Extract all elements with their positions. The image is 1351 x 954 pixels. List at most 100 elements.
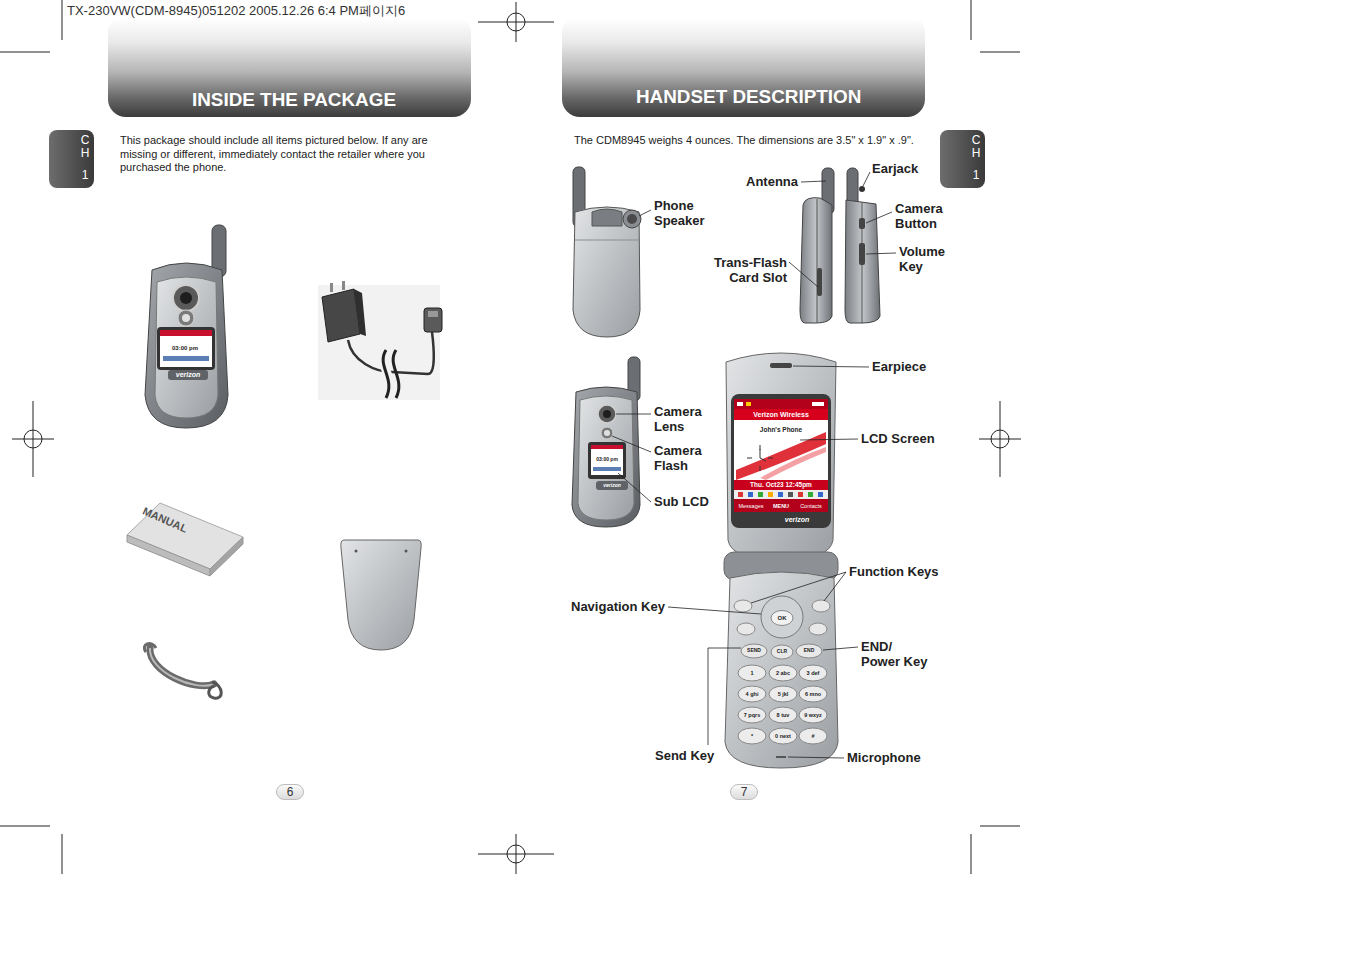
- charger-illustration: [383, 350, 389, 398]
- phone-closed-illustration: [145, 225, 228, 428]
- manual-illustration: [210, 537, 243, 576]
- phone-open-illustration: [769, 665, 797, 681]
- phone-front-closed-illustration: [596, 481, 628, 490]
- crop-marks: [0, 0, 1021, 874]
- leader-line: [788, 757, 844, 758]
- phone-open-illustration: [738, 665, 827, 744]
- part-label: Sub LCD: [654, 494, 709, 509]
- strap-illustration: [144, 644, 156, 652]
- phone-side-illustration: [859, 186, 865, 192]
- chapter-number: 1: [79, 169, 91, 182]
- crop-marks: [0, 826, 50, 827]
- header-text: INSIDE THE PACKAGE: [192, 89, 471, 111]
- phone-open-illustration: [724, 353, 838, 768]
- screen-text: John's Phone: [760, 426, 802, 433]
- phone-open-illustration: [734, 490, 828, 499]
- phone-open-illustration: [769, 707, 797, 723]
- chapter-label: CH: [79, 134, 91, 160]
- screen-text: Thu. Oct23 12:45pm: [750, 481, 812, 488]
- screen-text: 03:00 pm: [596, 457, 618, 463]
- part-label: Trans-Flash Card Slot: [703, 255, 787, 285]
- phone-open-illustration: [738, 665, 766, 681]
- phone-front-closed-illustration: [604, 430, 610, 436]
- phone-closed-illustration: [173, 285, 199, 311]
- print-slug: TX-230VW(CDM-8945)051202 2005.12.26 6:4 …: [67, 4, 405, 19]
- phone-back-illustration: [623, 210, 641, 228]
- phone-open-illustration: [738, 686, 766, 702]
- leader-line: [800, 439, 858, 440]
- part-label: END/ Power Key: [861, 639, 931, 669]
- leader-line: [708, 648, 741, 745]
- phone-open-illustration: [799, 686, 827, 702]
- phone-open-illustration: [760, 458, 766, 461]
- softkey-text: MENU: [773, 502, 789, 508]
- leader-line: [618, 473, 651, 502]
- part-label: Antenna: [746, 174, 798, 189]
- box-text: MANUAL: [141, 505, 190, 536]
- part-label: LCD Screen: [861, 431, 935, 446]
- phone-open-illustration: [738, 707, 766, 723]
- manual-illustration: [127, 535, 210, 576]
- charger-illustration: [424, 308, 442, 332]
- phone-open-illustration: [771, 645, 793, 659]
- phone-side-illustration: [845, 200, 880, 323]
- key-text: 2 abc: [776, 670, 790, 676]
- leader-line: [639, 210, 651, 216]
- phone-closed-illustration: [180, 292, 192, 304]
- phone-front-closed-illustration: [588, 442, 626, 479]
- phone-open-illustration: [734, 409, 828, 420]
- key-text: 4 ghi: [746, 691, 759, 697]
- phone-closed-illustration: [163, 356, 209, 361]
- charger-illustration: [330, 283, 333, 292]
- phone-open-illustration: [812, 402, 824, 406]
- phone-open-illustration: [747, 458, 752, 459]
- phone-open-illustration: [746, 402, 751, 406]
- crop-marks: [62, 0, 63, 40]
- chapter-tab: CH 1: [49, 130, 94, 188]
- key-text: 9 wxyz: [804, 712, 822, 718]
- part-label: Microphone: [847, 750, 921, 765]
- part-label: Camera Lens: [654, 404, 702, 434]
- phone-open-illustration: [768, 458, 773, 459]
- phone-open-illustration: [734, 480, 828, 490]
- softkey-text: Contacts: [800, 502, 822, 508]
- battery-cover-illustration: [341, 540, 421, 650]
- phone-open-illustration: [738, 728, 766, 744]
- charger-illustration: [318, 285, 440, 400]
- leader-line: [823, 647, 858, 650]
- phone-closed-illustration: [145, 263, 228, 428]
- charger-illustration: [322, 289, 360, 342]
- key-text: 6 mno: [805, 691, 821, 697]
- key-text: 0 next: [775, 733, 791, 739]
- phone-open-illustration: [734, 499, 828, 512]
- phone-closed-illustration: [160, 330, 212, 336]
- charger-illustration: [348, 332, 434, 374]
- phone-open-illustration: [726, 353, 836, 560]
- chapter-tab: CH1: [940, 130, 985, 188]
- phone-open-illustration: [809, 623, 827, 635]
- crop-marks: [971, 834, 972, 874]
- phone-front-closed-illustration: [593, 467, 621, 471]
- part-label: Send Key: [655, 748, 714, 763]
- strap-illustration: [150, 648, 214, 686]
- phone-front-closed-illustration: [572, 357, 640, 527]
- phone-open-illustration: [778, 492, 783, 497]
- page-number: 7: [730, 784, 758, 800]
- key-text: OK: [778, 615, 787, 622]
- page-number-text: 6: [287, 785, 294, 799]
- phone-open-illustration: [799, 728, 827, 744]
- part-label: Volume Key: [899, 244, 945, 274]
- phone-closed-illustration: [168, 370, 208, 380]
- screen-text: Verizon Wireless: [753, 410, 809, 418]
- charger-illustration: [354, 289, 366, 336]
- phone-open-illustration: [748, 492, 753, 497]
- phone-open-illustration: [738, 492, 743, 497]
- phone-front-closed-illustration: [591, 445, 623, 475]
- part-label: Earjack: [872, 161, 918, 176]
- phone-open-illustration: [770, 363, 792, 368]
- key-text: 1: [750, 670, 753, 676]
- manual-illustration: [127, 503, 243, 576]
- phone-open-illustration: [769, 686, 797, 702]
- leader-line: [616, 414, 651, 415]
